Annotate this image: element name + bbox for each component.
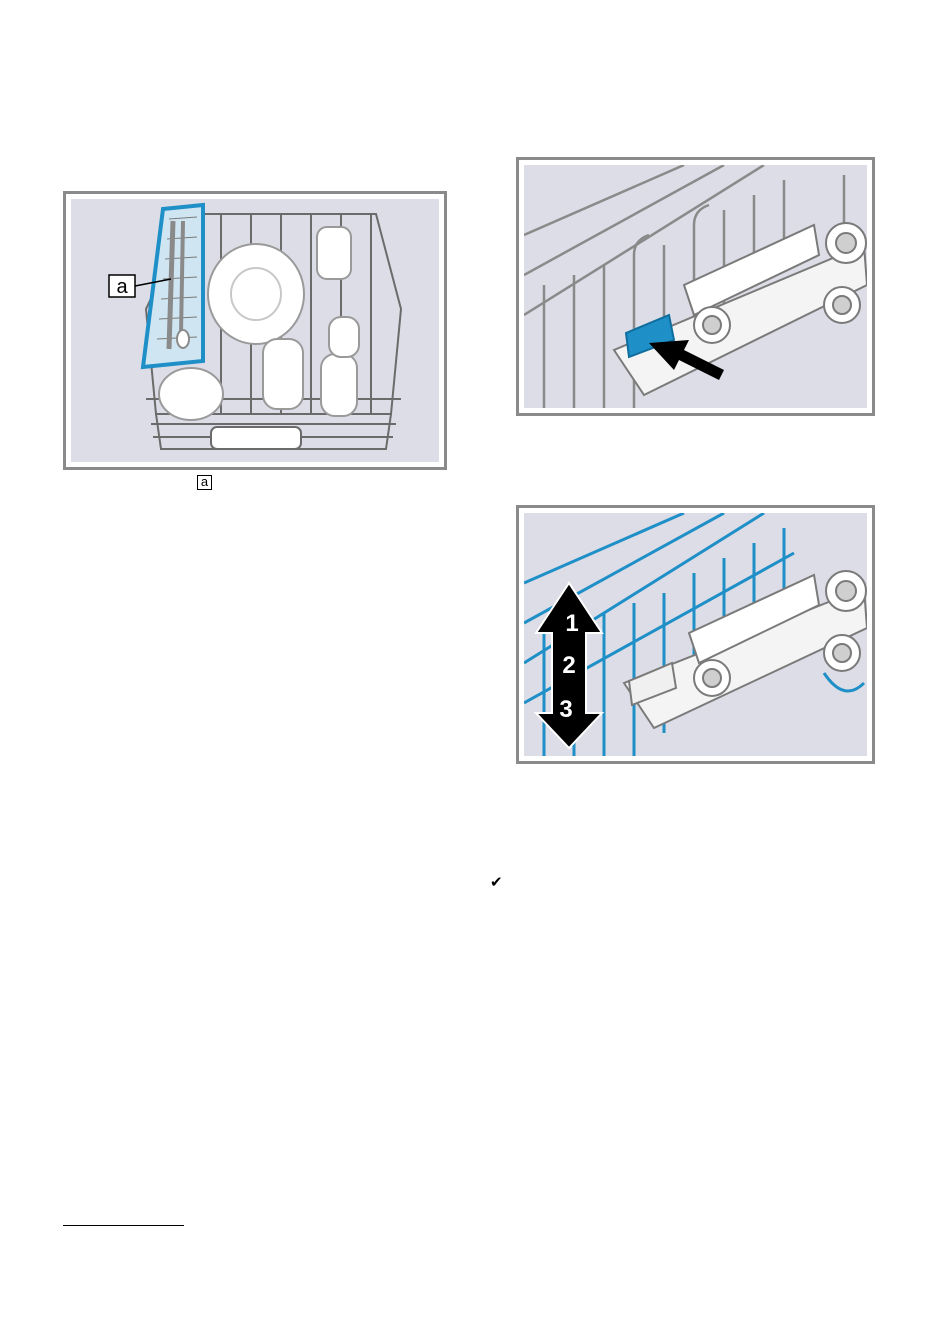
figure-height-levels: 1 2 3 — [516, 505, 875, 764]
basket-handle — [211, 427, 301, 449]
glass — [321, 354, 357, 416]
glass — [329, 317, 359, 357]
level-label: 1 — [565, 610, 578, 637]
wheel — [694, 307, 730, 343]
callout-label: a — [116, 276, 128, 298]
wheel — [826, 571, 866, 611]
height-illustration: 1 2 3 — [524, 513, 867, 756]
lever-illustration — [524, 165, 867, 408]
level-label: 3 — [559, 696, 572, 723]
figure-height-lever-press — [516, 157, 875, 416]
wheel — [824, 287, 860, 323]
footnote-separator — [63, 1225, 184, 1226]
bowl — [159, 368, 223, 420]
figure-basket-cutlery-tray: a — [63, 191, 447, 470]
inline-callout-a: a — [197, 475, 212, 490]
glass — [263, 339, 303, 409]
wheel — [824, 635, 860, 671]
checkmark-icon: ✔ — [490, 875, 503, 891]
level-label: 2 — [562, 652, 575, 679]
plate — [208, 244, 304, 344]
cup — [317, 227, 351, 279]
basket-illustration: a — [71, 199, 439, 462]
wheel — [826, 223, 866, 263]
wheel — [694, 660, 730, 696]
